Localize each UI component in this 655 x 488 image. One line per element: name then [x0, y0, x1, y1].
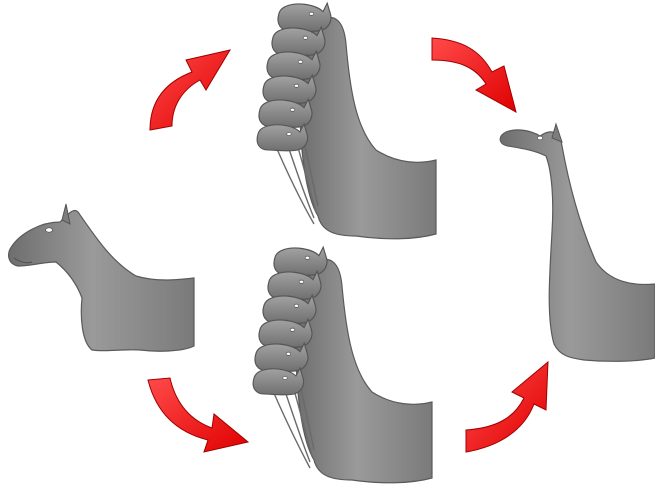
horse-original-node	[9, 204, 194, 351]
horse-stretch-upper-node	[257, 3, 436, 239]
horse-stretch-lower-node	[253, 247, 432, 483]
curved-arrow-icon	[466, 362, 548, 452]
arrow-original-to-upper	[150, 50, 230, 130]
arrow-lower-to-long-neck	[466, 362, 548, 452]
horse-bust-multi-head-icon	[253, 247, 432, 483]
long-neck-horse-bust-icon	[500, 124, 655, 361]
horse-long-neck-node	[500, 124, 655, 361]
curved-arrow-icon	[150, 50, 230, 130]
arrow-upper-to-long-neck	[432, 38, 516, 112]
horse-bust-multi-head-icon	[257, 3, 436, 239]
arrow-original-to-lower	[148, 378, 248, 452]
curved-arrow-icon	[432, 38, 516, 112]
curved-arrow-icon	[148, 378, 248, 452]
horse-bust-icon	[9, 204, 194, 351]
